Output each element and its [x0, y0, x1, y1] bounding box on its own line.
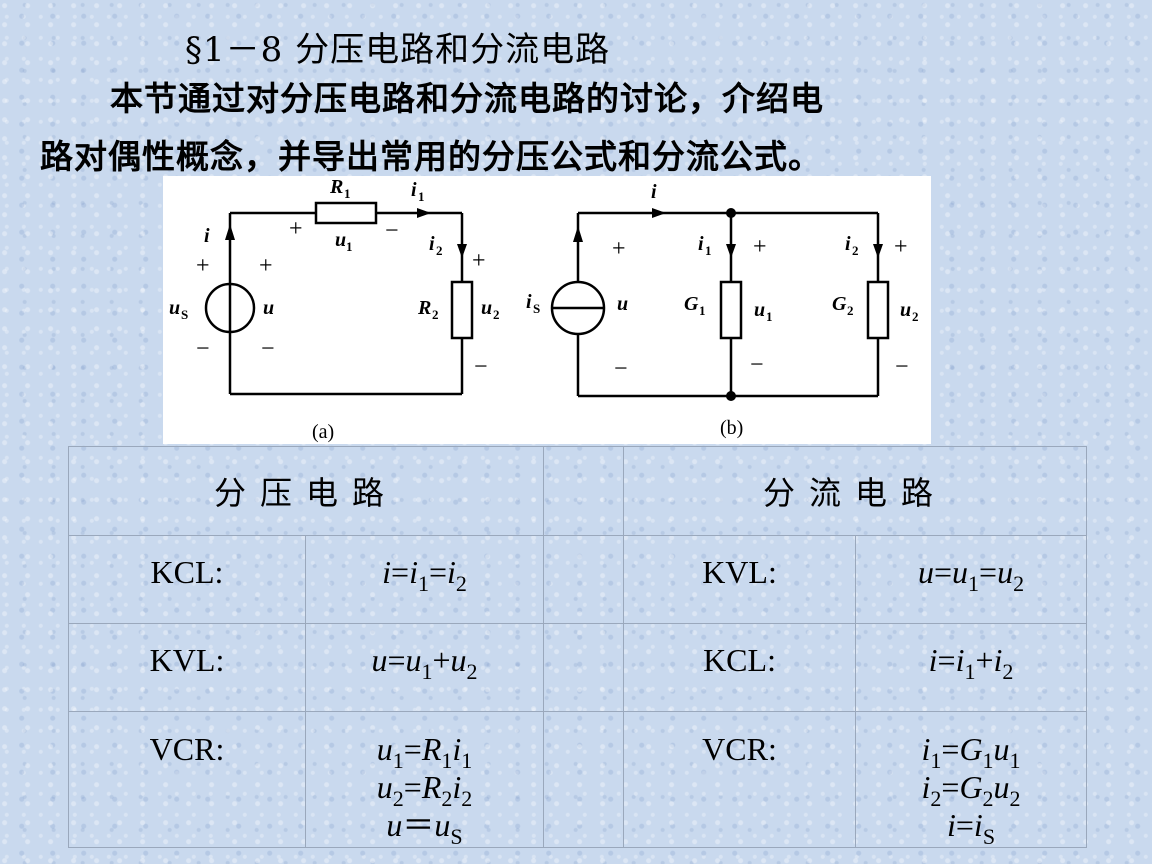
spacer-cell [543, 535, 625, 624]
svg-text:2: 2 [436, 243, 443, 258]
svg-text:2: 2 [852, 243, 859, 258]
table-header-row: 分压电路 分流电路 [67, 446, 1088, 536]
svg-text:u: u [617, 293, 628, 315]
svg-text:u: u [754, 299, 765, 321]
svg-text:+: + [289, 216, 303, 242]
svg-text:−: − [385, 218, 399, 244]
svg-text:1: 1 [418, 189, 425, 204]
arrow-i-a [225, 224, 235, 240]
svg-text:1: 1 [766, 309, 773, 324]
svg-text:1: 1 [346, 239, 353, 254]
svg-text:i: i [698, 233, 704, 255]
svg-text:+: + [612, 236, 626, 262]
formula-cell: u=u1+u2 [304, 623, 545, 712]
svg-text:u: u [481, 297, 492, 319]
svg-text:i: i [526, 291, 532, 313]
arrow-i1-a [417, 208, 431, 218]
svg-text:−: − [196, 336, 210, 362]
row-label: KVL: [623, 535, 857, 624]
formula-cell: u1=R1i1 u2=R2i2 u＝uS [304, 711, 545, 848]
svg-text:+: + [259, 253, 273, 279]
svg-text:1: 1 [705, 243, 712, 258]
svg-text:+: + [196, 253, 210, 279]
formula-cell: u=u1=u2 [855, 535, 1088, 624]
svg-text:2: 2 [912, 309, 919, 324]
svg-text:S: S [181, 307, 188, 322]
row-label: KCL: [68, 535, 306, 624]
svg-text:1: 1 [344, 186, 351, 201]
intro-paragraph: 本节通过对分压电路和分流电路的讨论，介绍电 路对偶性概念，并导出常用的分压公式和… [40, 70, 1120, 186]
svg-text:u: u [169, 297, 180, 319]
arrow-is [573, 226, 583, 242]
caption-b: (b) [720, 417, 743, 439]
svg-text:G: G [684, 293, 699, 315]
svg-text:u: u [335, 229, 346, 251]
svg-text:+: + [472, 248, 486, 274]
conductance-g2 [866, 280, 890, 340]
svg-text:i: i [429, 233, 435, 255]
row-label: VCR: [623, 711, 857, 848]
svg-text:u: u [263, 297, 274, 319]
slide-title: §1－8 分压电路和分流电路 [185, 30, 611, 70]
conductance-g1 [719, 280, 743, 340]
svg-text:+: + [753, 234, 767, 260]
row-label: KVL: [68, 623, 306, 712]
svg-text:2: 2 [847, 303, 854, 318]
svg-text:−: − [614, 356, 628, 382]
resistor-r2 [450, 280, 474, 340]
arrow-i2-b [873, 244, 883, 258]
formula-cell: i=i1+i2 [855, 623, 1088, 712]
svg-text:R: R [329, 176, 343, 198]
header-current-divider: 分流电路 [623, 446, 1088, 536]
row-label: KCL: [623, 623, 857, 712]
formula-cell: i=i1=i2 [304, 535, 545, 624]
svg-text:u: u [900, 299, 911, 321]
svg-text:i: i [411, 179, 417, 201]
spacer-cell [543, 711, 625, 848]
circuit-a [204, 201, 474, 396]
svg-text:i: i [204, 225, 210, 247]
arrow-i2-a [457, 244, 467, 258]
comparison-table: 分压电路 分流电路 KCL: i=i1=i2 KVL: u=u1=u2 KVL:… [67, 446, 1088, 848]
spacer-cell [543, 623, 625, 712]
row-label: VCR: [68, 711, 306, 848]
svg-text:i: i [845, 233, 851, 255]
svg-text:−: − [474, 354, 488, 380]
intro-line-2: 路对偶性概念，并导出常用的分压公式和分流公式。 [40, 137, 822, 176]
header-voltage-divider: 分压电路 [67, 446, 545, 536]
caption-a: (a) [312, 421, 334, 443]
table-row: KCL: i=i1=i2 KVL: u=u1=u2 [68, 535, 1088, 624]
table-row: KVL: u=u1+u2 KCL: i=i1+i2 [68, 623, 1088, 712]
table-row: VCR: u1=R1i1 u2=R2i2 u＝uS VCR: i1=G1u1 i… [68, 711, 1088, 848]
svg-text:−: − [261, 336, 275, 362]
formula-cell: i1=G1u1 i2=G2u2 i=iS [855, 711, 1088, 848]
svg-text:S: S [533, 301, 540, 316]
svg-text:+: + [894, 234, 908, 260]
svg-text:−: − [895, 354, 909, 380]
intro-line-1: 本节通过对分压电路和分流电路的讨论，介绍电 [110, 79, 824, 118]
header-spacer [543, 446, 625, 536]
node-bottom [726, 391, 736, 401]
arrow-i-b [652, 208, 666, 218]
svg-text:G: G [832, 293, 847, 315]
svg-text:1: 1 [699, 303, 706, 318]
resistor-r1 [314, 201, 378, 225]
svg-text:−: − [750, 352, 764, 378]
svg-text:R: R [417, 297, 431, 319]
svg-text:i: i [651, 181, 657, 203]
svg-text:2: 2 [493, 307, 500, 322]
arrow-i1-b [726, 244, 736, 258]
node-top [726, 208, 736, 218]
svg-text:2: 2 [432, 307, 439, 322]
